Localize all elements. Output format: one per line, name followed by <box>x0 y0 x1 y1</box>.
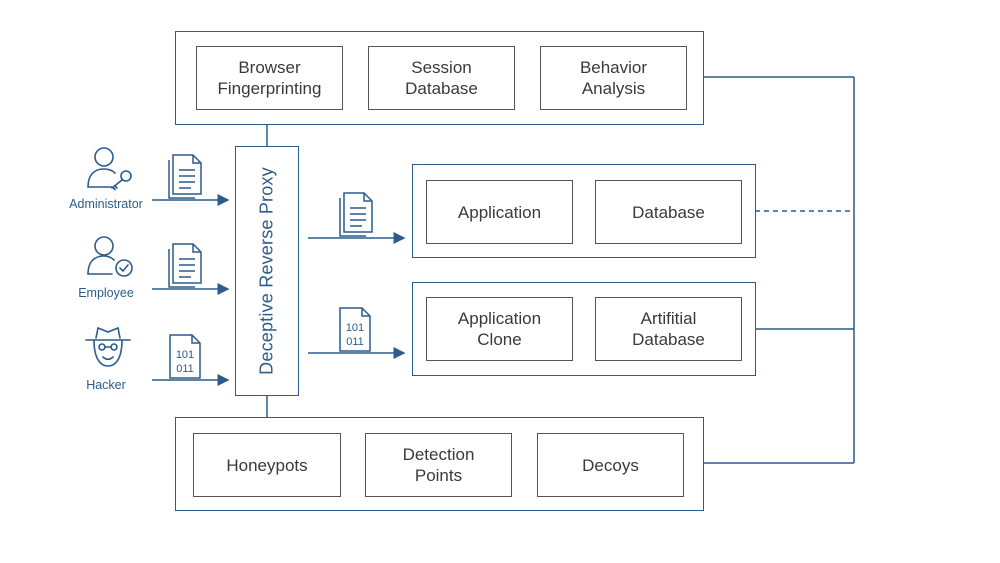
document-icon <box>168 243 202 288</box>
actor-label-hacker: Hacker <box>86 378 126 392</box>
binary-file-icon: 101 011 <box>169 334 201 379</box>
database-box: Database <box>595 180 742 244</box>
binary-line-1: 101 <box>346 322 364 334</box>
binary-file-icon: 101 011 <box>339 307 371 352</box>
session-database-box: Session Database <box>368 46 515 110</box>
actor-label-administrator: Administrator <box>69 197 143 211</box>
document-icon <box>168 154 202 199</box>
user-key-icon <box>87 147 132 191</box>
application-box: Application <box>426 180 573 244</box>
binary-line-2: 011 <box>346 336 364 348</box>
proxy-label: Deceptive Reverse Proxy <box>256 167 277 375</box>
deceptive-reverse-proxy-box: Deceptive Reverse Proxy <box>235 146 299 396</box>
decoys-box: Decoys <box>537 433 684 497</box>
binary-line-2: 011 <box>176 363 194 375</box>
actor-label-employee: Employee <box>78 286 134 300</box>
behavior-analysis-box: Behavior Analysis <box>540 46 687 110</box>
honeypots-box: Honeypots <box>193 433 341 497</box>
user-check-icon <box>87 236 133 277</box>
detection-points-box: Detection Points <box>365 433 512 497</box>
document-icon <box>339 192 373 237</box>
binary-line-1: 101 <box>176 349 194 361</box>
artificial-database-box: Artifitial Database <box>595 297 742 361</box>
browser-fingerprinting-box: Browser Fingerprinting <box>196 46 343 110</box>
application-clone-box: Application Clone <box>426 297 573 361</box>
hacker-hat-icon <box>85 326 131 367</box>
